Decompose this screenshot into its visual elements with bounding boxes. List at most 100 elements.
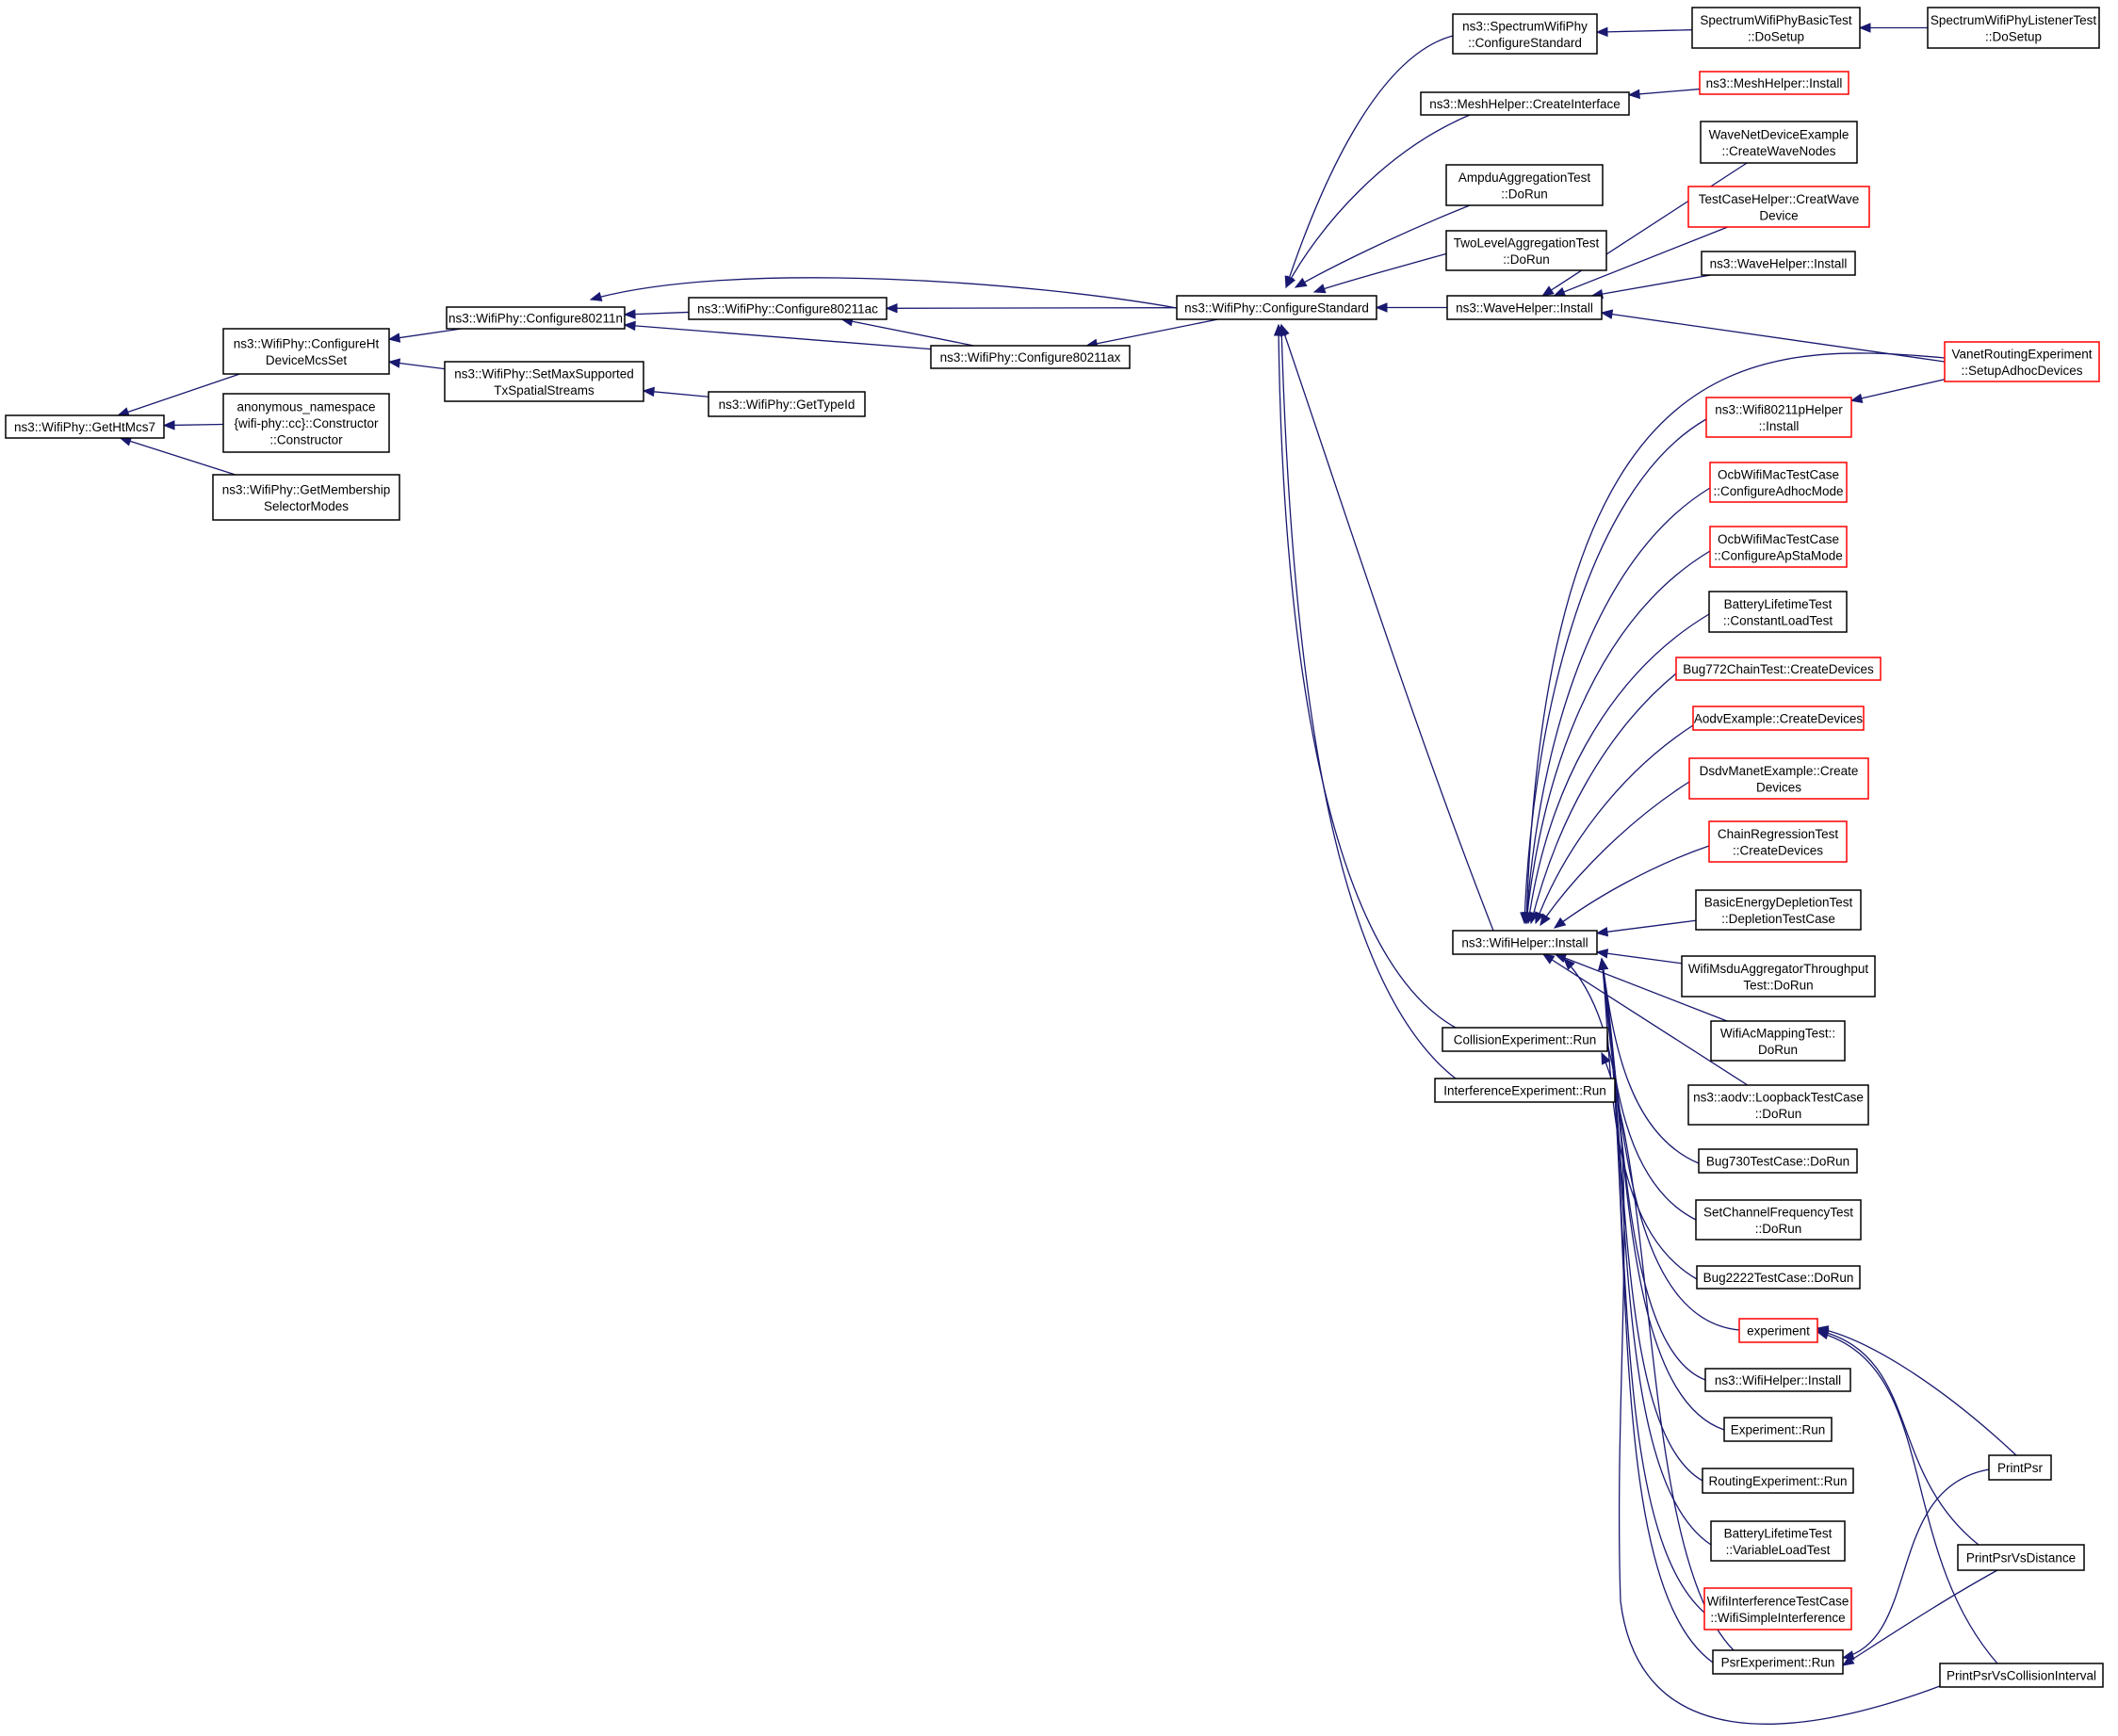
- node-ocbAdhoc[interactable]: OcbWifiMacTestCase::ConfigureAdhocMode: [1709, 462, 1848, 503]
- node-label: ::ConfigureStandard: [1468, 36, 1582, 50]
- edge-arrowhead: [1553, 917, 1567, 929]
- node-meshInstall[interactable]: ns3::MeshHelper::Install: [1699, 71, 1849, 95]
- node-ampdu[interactable]: AmpduAggregationTest::DoRun: [1445, 164, 1604, 206]
- node-meshCreate[interactable]: ns3::MeshHelper::CreateInterface: [1420, 91, 1630, 116]
- edge-line: [886, 307, 1178, 309]
- edge-specListener-to-specBasic: [1858, 23, 1928, 33]
- edge-arrowhead: [1277, 323, 1287, 336]
- edge-cfg11n-to-configHt: [387, 328, 462, 343]
- edge-line: [1542, 953, 1749, 1086]
- node-acMapping[interactable]: WifiAcMappingTest::DoRun: [1710, 1020, 1846, 1062]
- node-label: ns3::WifiPhy::SetMaxSupported: [454, 366, 634, 381]
- node-psrExp[interactable]: PsrExperiment::Run: [1712, 1649, 1844, 1675]
- node-box: [1699, 71, 1849, 95]
- node-wifiHelperInstall2[interactable]: ns3::WifiHelper::Install: [1704, 1368, 1851, 1392]
- edge-line: [1278, 324, 1457, 1029]
- edge-printPsrColl-to-experiment: [1816, 1329, 1998, 1664]
- node-label: DoRun: [1758, 1043, 1798, 1057]
- node-waveInstall[interactable]: ns3::WaveHelper::Install: [1446, 295, 1603, 320]
- node-printPsrColl[interactable]: PrintPsrVsCollisionInterval: [1939, 1663, 2104, 1688]
- edge-arrowhead: [1849, 393, 1864, 403]
- node-ocbApSta[interactable]: OcbWifiMacTestCase::ConfigureApStaMode: [1709, 526, 1848, 568]
- node-specListener[interactable]: SpectrumWifiPhyListenerTest::DoSetup: [1927, 7, 2100, 49]
- node-specCfg[interactable]: ns3::SpectrumWifiPhy::ConfigureStandard: [1452, 13, 1598, 55]
- node-twoLevel[interactable]: TwoLevelAggregationTest::DoRun: [1445, 230, 1607, 271]
- node-label: CollisionExperiment::Run: [1454, 1033, 1597, 1047]
- node-label: SelectorModes: [264, 499, 349, 513]
- node-wifiInterf[interactable]: WifiInterferenceTestCase::WifiSimpleInte…: [1703, 1587, 1852, 1631]
- node-printPsr[interactable]: PrintPsr: [1988, 1454, 2052, 1481]
- node-specBasic[interactable]: SpectrumWifiPhyBasicTest::DoSetup: [1691, 7, 1861, 49]
- node-routingExp[interactable]: RoutingExperiment::Run: [1702, 1468, 1854, 1494]
- edge-arrowhead: [589, 291, 603, 301]
- node-box: [1703, 1587, 1852, 1631]
- node-aodvEx[interactable]: AodvExample::CreateDevices: [1692, 706, 1865, 731]
- node-wifiHelperInstall[interactable]: ns3::WifiHelper::Install: [1452, 930, 1598, 955]
- edge-line: [1596, 951, 1683, 965]
- node-setChannel[interactable]: SetChannelFrequencyTest::DoRun: [1695, 1199, 1862, 1241]
- node-cfgStd[interactable]: ns3::WifiPhy::ConfigureStandard: [1176, 295, 1377, 320]
- edge-arrowhead: [1541, 953, 1556, 965]
- node-label: DeviceMcsSet: [266, 353, 348, 367]
- node-getTypeId[interactable]: ns3::WifiPhy::GetTypeId: [708, 391, 866, 417]
- node-batteryVar[interactable]: BatteryLifetimeTest::VariableLoadTest: [1710, 1520, 1846, 1562]
- edge-line: [1554, 845, 1710, 929]
- node-box: [1709, 526, 1848, 568]
- edge-line: [388, 328, 462, 340]
- node-box: [1708, 591, 1848, 633]
- edge-arrowhead: [1553, 286, 1567, 297]
- node-label: ::DepletionTestCase: [1721, 912, 1835, 926]
- node-batteryConst[interactable]: BatteryLifetimeTest::ConstantLoadTest: [1708, 591, 1848, 633]
- node-cfg11ax[interactable]: ns3::WifiPhy::Configure80211ax: [930, 345, 1131, 369]
- edge-line: [1842, 1468, 1990, 1659]
- node-label: SetChannelFrequencyTest: [1703, 1205, 1853, 1219]
- node-bug2222[interactable]: Bug2222TestCase::DoRun: [1696, 1265, 1861, 1290]
- node-label: ChainRegressionTest: [1718, 827, 1839, 841]
- node-box: [1442, 1027, 1608, 1052]
- node-cfg11ac[interactable]: ns3::WifiPhy::Configure80211ac: [688, 297, 888, 320]
- node-interference[interactable]: InterferenceExperiment::Run: [1434, 1078, 1616, 1103]
- node-label: Experiment::Run: [1731, 1423, 1826, 1437]
- node-label: Devices: [1756, 780, 1801, 794]
- node-waveNet[interactable]: WaveNetDeviceExample::CreateWaveNodes: [1700, 121, 1858, 164]
- node-box: [688, 297, 888, 320]
- edge-maxTx-to-configHt: [387, 358, 446, 370]
- node-experiment[interactable]: experiment: [1738, 1318, 1818, 1343]
- edge-cfg11ac-to-cfg11n: [623, 309, 690, 319]
- node-box: [1446, 295, 1603, 320]
- node-label: WaveNetDeviceExample: [1709, 127, 1849, 141]
- node-box: [930, 345, 1131, 369]
- node-chainReg[interactable]: ChainRegressionTest::CreateDevices: [1708, 820, 1848, 863]
- node-aodvLoop[interactable]: ns3::aodv::LoopbackTestCase::DoRun: [1687, 1084, 1869, 1126]
- edge-line: [1525, 550, 1711, 924]
- node-label: ::CreateDevices: [1733, 843, 1823, 857]
- node-label: ns3::aodv::LoopbackTestCase: [1693, 1090, 1864, 1104]
- node-waveHelperInstall2[interactable]: ns3::WaveHelper::Install: [1701, 251, 1856, 276]
- node-cfg11n[interactable]: ns3::WifiPhy::Configure80211n: [446, 306, 626, 330]
- node-root[interactable]: ns3::WifiPhy::GetHtMcs7: [5, 414, 165, 439]
- node-expRun[interactable]: Experiment::Run: [1723, 1417, 1833, 1442]
- edge-arrowhead: [1627, 89, 1640, 100]
- node-label: ns3::WifiPhy::Configure80211ax: [940, 350, 1121, 365]
- node-printPsrDist[interactable]: PrintPsrVsDistance: [1957, 1544, 2085, 1571]
- node-basicEnergy[interactable]: BasicEnergyDepletionTest::DepletionTestC…: [1695, 889, 1862, 931]
- node-label: ::DoSetup: [1985, 29, 2042, 43]
- node-vanet[interactable]: VanetRoutingExperiment::SetupAdhocDevice…: [1944, 341, 2100, 382]
- node-box: [1957, 1544, 2085, 1571]
- node-dsdv[interactable]: DsdvManetExample::CreateDevices: [1688, 757, 1869, 800]
- edge-line: [643, 390, 709, 397]
- node-wifi80211p[interactable]: ns3::Wifi80211pHelper::Install: [1705, 397, 1852, 438]
- node-bug730[interactable]: Bug730TestCase::DoRun: [1698, 1148, 1858, 1174]
- edge-aodvLoop-to-wifiHelperInstall: [1541, 953, 1749, 1086]
- node-label: ns3::WifiHelper::Install: [1715, 1373, 1841, 1387]
- node-box: [212, 474, 400, 521]
- edge-ampdu-to-cfgStd: [1294, 204, 1471, 288]
- node-collision[interactable]: CollisionExperiment::Run: [1442, 1027, 1608, 1052]
- node-bug772[interactable]: Bug772ChainTest::CreateDevices: [1675, 657, 1882, 681]
- node-maxTx[interactable]: ns3::WifiPhy::SetMaxSupportedTxSpatialSt…: [444, 361, 644, 402]
- node-anonCtor[interactable]: anonymous_namespace{wifi-phy::cc}::Const…: [222, 393, 390, 453]
